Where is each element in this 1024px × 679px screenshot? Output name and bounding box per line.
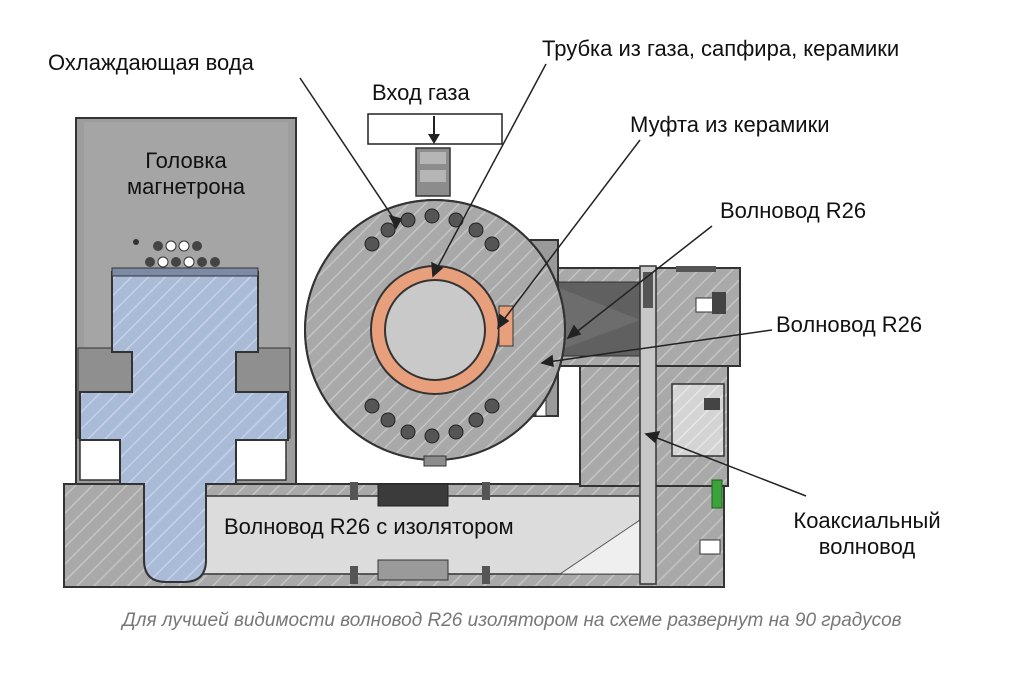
isolator-waveguide-label: Волновод R26 с изолятором xyxy=(224,514,514,539)
coaxial-line1: Коаксиальный xyxy=(793,508,941,533)
leader-lines xyxy=(299,63,807,497)
plasma-head xyxy=(304,147,566,467)
waveguide-r26-label-2: Волновод R26 xyxy=(776,312,923,337)
figure-caption: Для лучшей видимости волновод R26 изолят… xyxy=(122,610,902,631)
magnetron-head-label: Головка магнетрона xyxy=(96,148,276,200)
coaxial-waveguide-label: Коаксиальный волновод xyxy=(772,508,962,560)
tube-label: Трубка из газа, сапфира, керамики xyxy=(542,36,900,61)
coaxial-line2: волновод xyxy=(818,534,916,559)
magnetron-core xyxy=(79,271,289,583)
cooling-water-label: Охлаждающая вода xyxy=(48,50,254,75)
coaxial-block xyxy=(519,265,741,585)
magnetron-head-line2: магнетрона xyxy=(127,174,245,199)
magnetron-head-line1: Головка xyxy=(145,148,227,173)
waveguide-r26-label-1: Волновод R26 xyxy=(720,198,867,223)
ceramic-sleeve-label: Муфта из керамики xyxy=(630,112,830,137)
gas-inlet-label: Вход газа xyxy=(372,80,470,105)
